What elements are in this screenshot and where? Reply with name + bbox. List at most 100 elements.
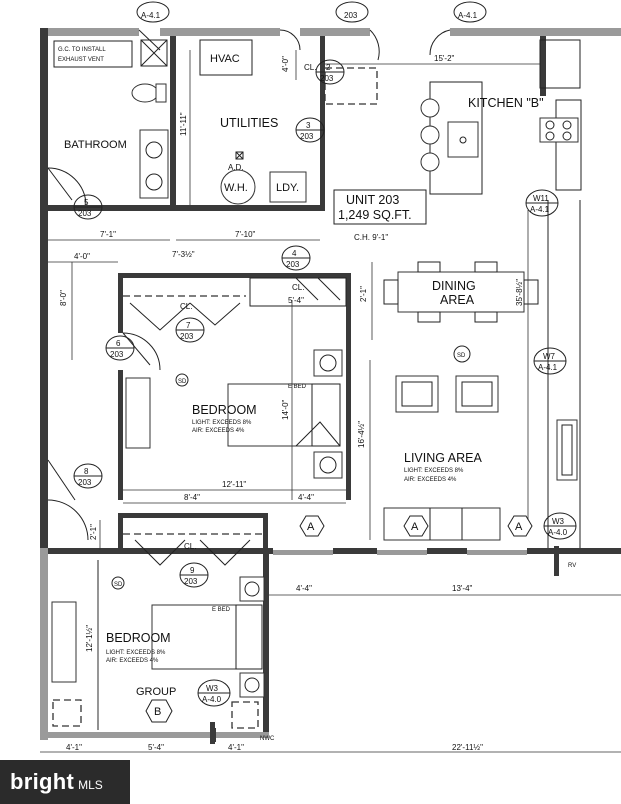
dimension-lines — [40, 50, 621, 753]
unit-area: 1,249 SQ.FT. — [338, 208, 412, 222]
dining-label-line1: DINING — [432, 279, 476, 293]
hex-a-3: A — [507, 515, 533, 537]
ad-label: A.D. — [228, 163, 244, 172]
group-markers: A A A B — [145, 515, 533, 723]
bed1-light-note: LIGHT: EXCEEDS 8% — [192, 420, 252, 426]
svg-text:A: A — [307, 521, 315, 533]
svg-text:A-4.1: A-4.1 — [530, 205, 550, 214]
svg-text:203: 203 — [110, 350, 124, 359]
ebed2-label: E BED — [212, 607, 231, 613]
wh-label: W.H. — [224, 182, 248, 194]
tag-9: 9 203 — [179, 562, 209, 588]
bed2-light-note: LIGHT: EXCEEDS 8% — [106, 650, 166, 656]
sd1-label: SD — [178, 379, 187, 385]
group-label: GROUP — [136, 686, 176, 698]
gc-note-line1: G.C. TO INSTALL — [58, 47, 106, 53]
svg-text:W3: W3 — [552, 517, 565, 526]
dim-4-1b: 4'-1" — [228, 743, 244, 752]
hvac-label: HVAC — [210, 53, 240, 65]
unit-box — [333, 189, 427, 225]
ebed1-label: E BED — [288, 384, 307, 390]
dim-11-11: 11'-11" — [179, 112, 188, 136]
closet2-label: CL. — [304, 63, 316, 72]
kitchen-label: KITCHEN "B" — [468, 96, 544, 110]
room-details — [51, 39, 582, 730]
tag-w11: W11 A-4.1 — [525, 189, 559, 217]
hex-a-2: A — [403, 515, 429, 537]
svg-text:W3: W3 — [206, 684, 219, 693]
svg-text:2: 2 — [326, 63, 331, 72]
svg-text:5: 5 — [84, 198, 89, 207]
dim-2-1a: 2'-1" — [359, 286, 368, 302]
bedroom2-label: BEDROOM — [106, 631, 171, 645]
hex-b: B — [145, 699, 173, 723]
room-labels: G.C. TO INSTALL EXHAUST VENT HVAC UTILIT… — [58, 47, 576, 742]
svg-text:203: 203 — [184, 577, 198, 586]
dim-7-10: 7'-10" — [235, 230, 256, 239]
dim-4-4b: 4'-4" — [296, 584, 312, 593]
dim-16-4h: 16'-4½" — [357, 421, 366, 448]
dimension-labels: 15'-2" 7'-1" 7'-10" 7'-3½" 4'-0" 4'-0" 8… — [59, 54, 524, 752]
svg-text:A-4.1: A-4.1 — [538, 363, 558, 372]
tag-7: 7 203 — [175, 317, 205, 343]
column-markers — [210, 546, 559, 744]
tag-w3-right: W3 A-4.0 — [543, 512, 577, 540]
dim-14-0: 14'-0" — [281, 399, 290, 420]
nwc-label: NWC — [260, 736, 275, 742]
svg-text:4: 4 — [292, 249, 297, 258]
svg-text:B: B — [154, 706, 161, 718]
ceiling-height: C.H. 9'-1" — [354, 233, 388, 242]
tag-5: 5 203 — [73, 194, 103, 220]
svg-text:W11: W11 — [533, 194, 549, 203]
bed1-air-note: AIR: EXCEEDS 4% — [192, 428, 245, 434]
dim-35-8h: 35'-8½" — [515, 279, 524, 306]
svg-text:6: 6 — [116, 339, 121, 348]
svg-text:203: 203 — [180, 332, 194, 341]
dim-5-4b: 5'-4" — [148, 743, 164, 752]
bathroom-label: BATHROOM — [64, 139, 127, 151]
doors — [47, 29, 451, 541]
dim-4-4a: 4'-4" — [298, 493, 314, 502]
dim-7-1: 7'-1" — [100, 230, 116, 239]
svg-text:3: 3 — [306, 121, 311, 130]
tag-w3-bottom: W3 A-4.0 — [197, 679, 231, 707]
sd2-label: SD — [114, 582, 123, 588]
tag-3: 3 203 — [295, 117, 325, 143]
living-label: LIVING AREA — [404, 451, 482, 465]
dim-12-1h: 12'-1½" — [85, 625, 94, 652]
top-tag-middle: 203 — [335, 1, 369, 23]
svg-text:A-4.1: A-4.1 — [141, 11, 161, 20]
tag-2: 2 203 — [315, 59, 345, 85]
dim-4-1a: 4'-1" — [66, 743, 82, 752]
dim-12-11: 12'-11" — [222, 480, 246, 489]
svg-text:8: 8 — [84, 467, 89, 476]
watermark-logo: bright MLS — [0, 760, 130, 804]
living-air-note: AIR: EXCEEDS 4% — [404, 477, 457, 483]
svg-text:203: 203 — [320, 74, 334, 83]
svg-text:A-4.1: A-4.1 — [458, 11, 478, 20]
top-tag-right: A-4.1 — [453, 1, 487, 23]
dim-22-11h: 22'-11½" — [452, 743, 483, 752]
svg-text:203: 203 — [344, 11, 358, 20]
dim-7-3h: 7'-3½" — [172, 250, 195, 259]
svg-text:A-4.0: A-4.0 — [202, 695, 222, 704]
svg-text:A: A — [411, 521, 419, 533]
dim-4-0a: 4'-0" — [74, 252, 90, 261]
rv-label: RV — [568, 563, 576, 569]
closet1-label: CL. — [180, 302, 192, 311]
svg-text:A: A — [515, 521, 523, 533]
dim-13-4: 13'-4" — [452, 584, 473, 593]
dim-8-4: 8'-4" — [184, 493, 200, 502]
bed2-air-note: AIR: EXCEEDS 4% — [106, 658, 159, 664]
dim-5-4a: 5'-4" — [288, 296, 304, 305]
watermark-brand: bright — [10, 769, 75, 794]
svg-text:203: 203 — [78, 478, 92, 487]
sd3-label: SD — [457, 353, 466, 359]
dim-15-2: 15'-2" — [434, 54, 455, 63]
svg-text:7: 7 — [186, 321, 191, 330]
section-tags: 2 203 3 203 4 203 5 203 6 203 — [73, 1, 577, 707]
walls — [40, 28, 621, 742]
utilities-label: UTILITIES — [220, 116, 278, 130]
